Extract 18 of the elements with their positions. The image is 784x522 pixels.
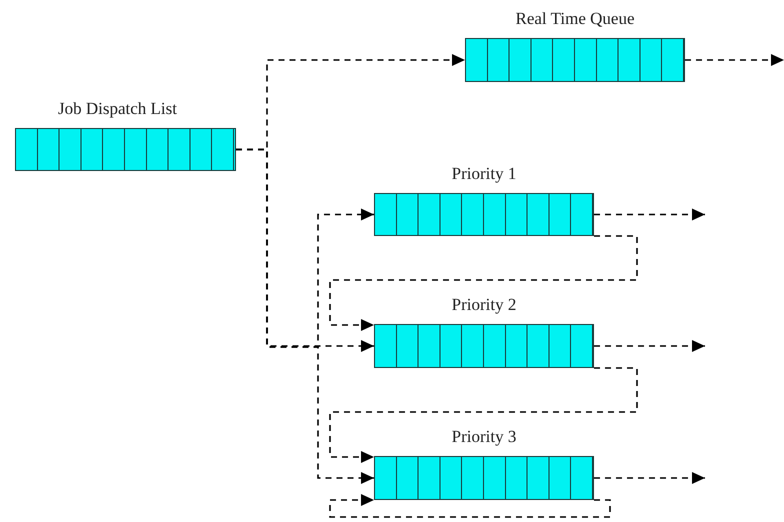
- queue-label: Priority 3: [452, 428, 516, 445]
- queue-bar: [374, 324, 594, 368]
- dashed-arrow: [594, 340, 705, 352]
- dashed-arrow: [329, 235, 638, 331]
- dashed-arrow: [236, 148, 374, 484]
- queue-label: Real Time Queue: [516, 10, 634, 27]
- queue-label: Job Dispatch List: [58, 100, 177, 117]
- queue-label: Priority 2: [452, 296, 516, 313]
- dashed-arrow: [594, 208, 705, 220]
- dashed-arrow: [685, 54, 784, 66]
- queue-bar: [15, 128, 236, 171]
- dashed-arrow: [329, 494, 611, 518]
- dashed-arrow: [594, 472, 705, 484]
- queue-bar: [374, 193, 594, 236]
- dashed-arrow: [329, 367, 638, 463]
- queue-label: Priority 1: [452, 165, 516, 182]
- queue-bar: [465, 38, 685, 82]
- queue-bar: [374, 456, 594, 500]
